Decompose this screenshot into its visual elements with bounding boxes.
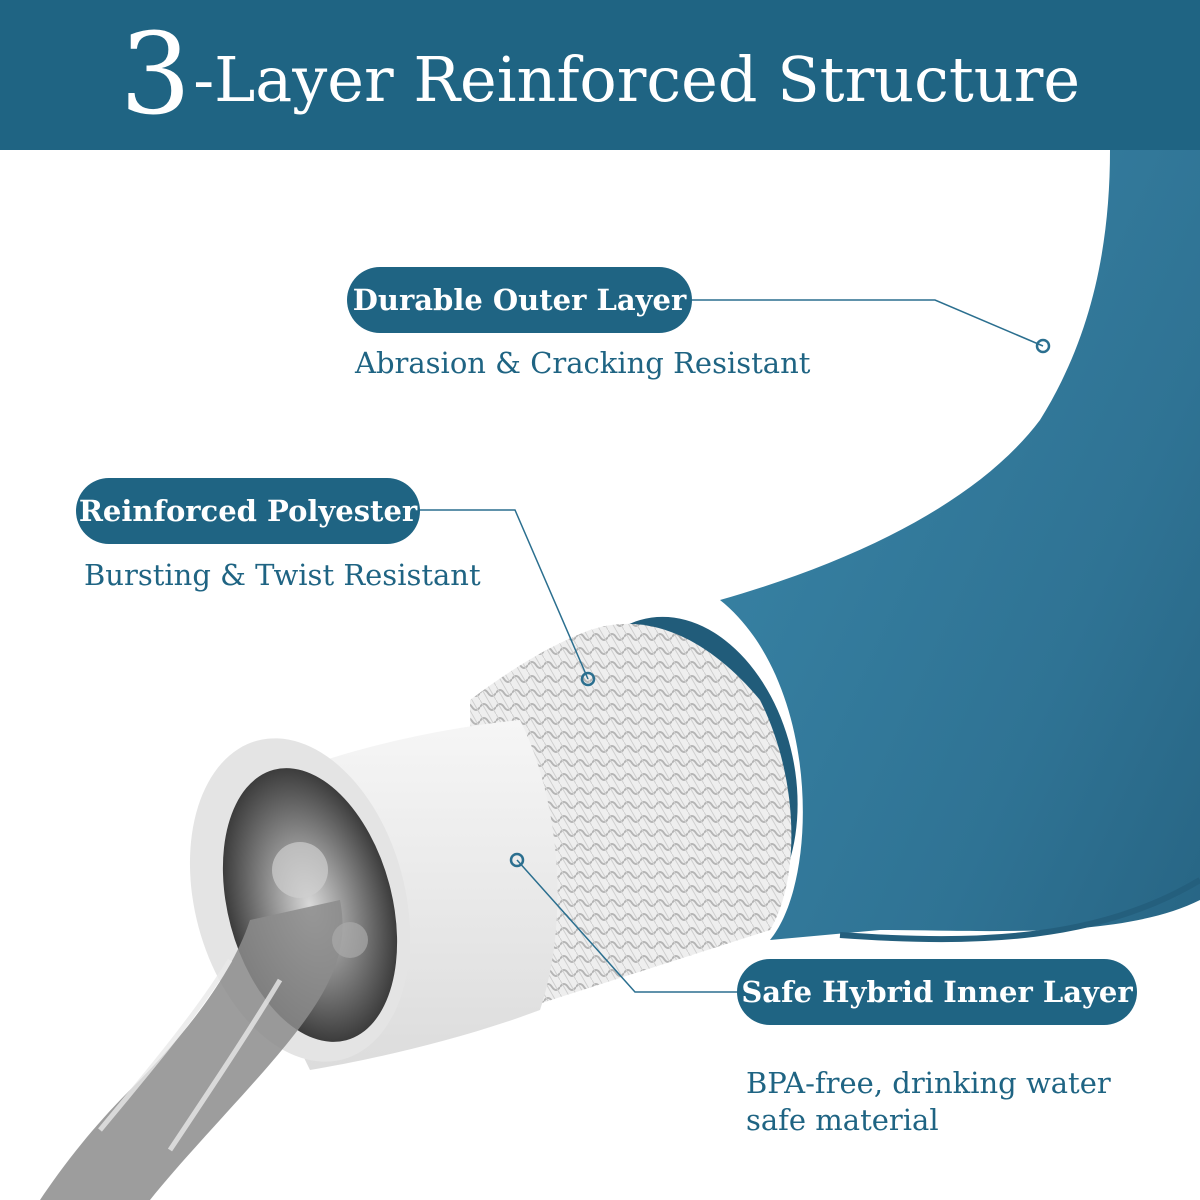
callout-mesh-label: Reinforced Polyester (76, 478, 420, 544)
water-stream (40, 900, 343, 1200)
leader-line-mesh (418, 509, 589, 680)
callout-inner-description-line2: safe material (746, 1103, 939, 1137)
marker-outer (1035, 338, 1051, 354)
callout-inner-label: Safe Hybrid Inner Layer (737, 959, 1137, 1025)
title-text: -Layer Reinforced Structure (193, 43, 1081, 116)
leader-line-outer (690, 299, 1044, 347)
leader-line-inner (516, 859, 738, 993)
marker-mesh (580, 671, 596, 687)
outer-layer-hose (720, 150, 1200, 1200)
callout-mesh-description: Bursting & Twist Resistant (84, 558, 481, 592)
title-banner (0, 0, 1200, 150)
marker-inner (509, 852, 525, 868)
callout-outer-label: Durable Outer Layer (347, 267, 692, 333)
page-title: 3 -Layer Reinforced Structure (0, 0, 1200, 150)
callout-outer-description: Abrasion & Cracking Resistant (355, 346, 811, 380)
callout-inner-description-line1: BPA-free, drinking water (746, 1066, 1111, 1100)
title-number: 3 (119, 10, 192, 140)
